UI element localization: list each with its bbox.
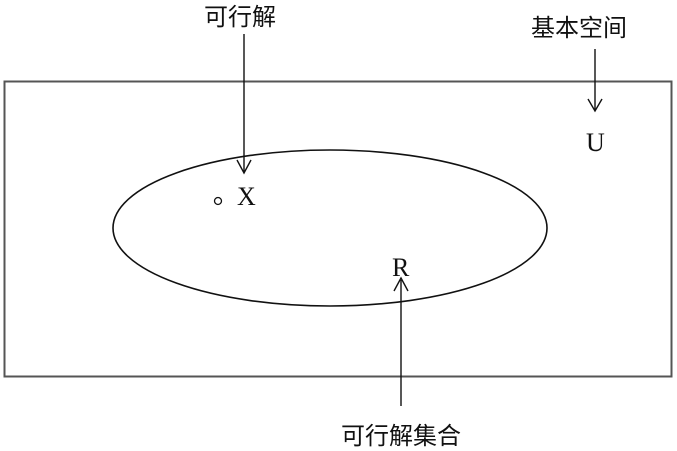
x-symbol: X [237, 182, 256, 211]
u-symbol: U [586, 128, 605, 157]
basic-space-label: 基本空间 [531, 14, 627, 42]
feasible-point-marker [213, 196, 223, 206]
basic-space-rectangle [3, 80, 673, 378]
feasible-set-ellipse [112, 149, 548, 307]
feasible-set-label: 可行解集合 [341, 422, 461, 450]
basic-space-arrowhead [587, 98, 603, 113]
feasible-set-arrowhead [393, 276, 409, 292]
feasible-solution-label: 可行解 [204, 3, 276, 31]
feasible-solution-arrowhead [236, 159, 252, 175]
r-symbol: R [392, 253, 410, 282]
